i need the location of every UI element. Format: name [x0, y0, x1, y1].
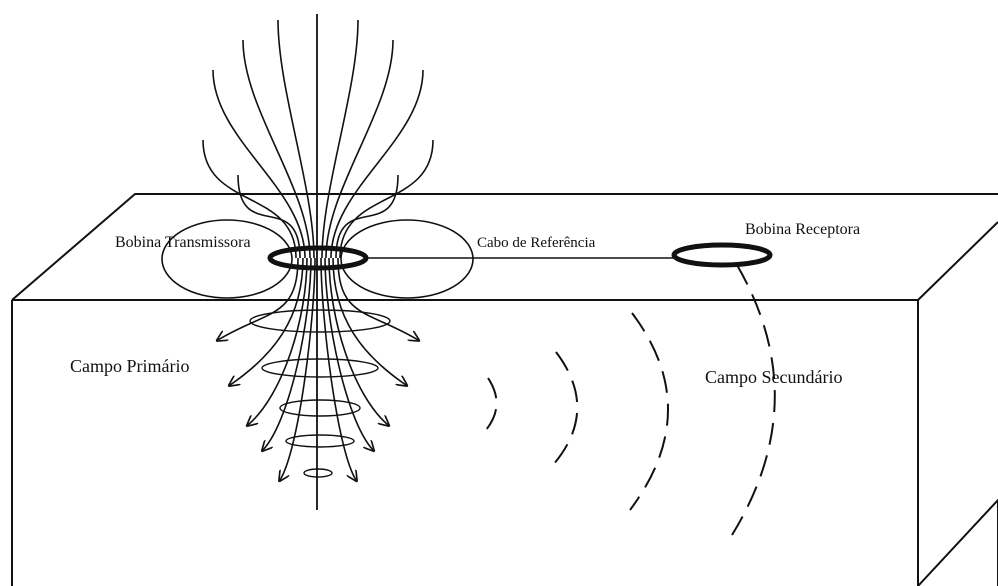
- block-top-face: [11, 193, 998, 301]
- field-line: [277, 19, 315, 259]
- earth-block: [11, 193, 998, 586]
- field-line-arrow: [230, 257, 304, 385]
- field-line-arrow: [332, 257, 406, 385]
- field-line: [330, 69, 424, 259]
- wavefront: [552, 351, 579, 466]
- transmitter-coil: [267, 245, 369, 271]
- field-line: [242, 39, 311, 259]
- field-line: [321, 19, 359, 259]
- field-line-arrow: [280, 257, 316, 480]
- receiver-coil: [671, 242, 773, 268]
- field-line-arrow: [328, 257, 388, 425]
- field-line-arrow: [337, 257, 418, 340]
- wavefront: [485, 377, 498, 431]
- field-line: [212, 69, 306, 259]
- induced-loops: [249, 309, 391, 478]
- label-secondary-field: Campo Secundário: [705, 367, 842, 387]
- label-transmitter: Bobina Transmissora: [115, 234, 251, 251]
- label-reference-cable: Cabo de Referência: [477, 235, 596, 251]
- induced-loop: [285, 434, 355, 448]
- wavefront: [629, 312, 669, 511]
- block-side-face: [917, 221, 998, 586]
- field-line: [339, 139, 434, 259]
- field-line-arrow: [248, 257, 308, 425]
- induced-loop: [249, 309, 391, 333]
- right-field-ellipse: [340, 219, 474, 299]
- primary-field-lines: [202, 19, 434, 480]
- left-field-ellipse: [161, 219, 293, 299]
- field-line-arrow: [218, 257, 299, 340]
- induced-loop: [303, 468, 333, 478]
- field-line: [325, 39, 394, 259]
- field-line: [202, 139, 297, 259]
- field-line-arrow: [324, 257, 373, 450]
- block-front-edge: [11, 299, 919, 586]
- field-line: [335, 174, 399, 259]
- wavefront: [731, 264, 776, 536]
- field-line: [237, 174, 301, 259]
- induced-loop: [279, 399, 361, 417]
- induced-loop: [261, 358, 379, 378]
- secondary-field-wavefronts: [485, 264, 776, 536]
- label-receiver: Bobina Receptora: [745, 221, 860, 238]
- field-line-arrow: [263, 257, 312, 450]
- label-primary-field: Campo Primário: [70, 356, 190, 376]
- field-line-arrow: [320, 257, 356, 480]
